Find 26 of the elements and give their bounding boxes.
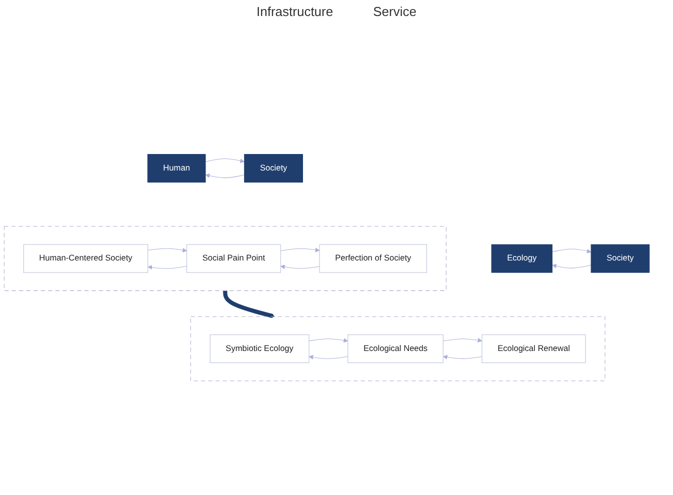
node-box: Ecology — [491, 244, 552, 274]
node-box: Ecological Needs — [348, 334, 444, 364]
arrow-caption: Service — [373, 4, 416, 19]
arrow — [552, 249, 592, 254]
cluster — [4, 226, 446, 292]
arrow — [205, 174, 245, 179]
arrow — [148, 266, 188, 270]
arrow — [205, 159, 245, 164]
node-box: Perfection of Society — [319, 244, 427, 274]
arrow — [148, 248, 187, 253]
node-box: Society — [244, 154, 303, 184]
arrow — [442, 355, 482, 360]
arrow-caption: Infrastructure — [256, 4, 334, 19]
arrow — [280, 265, 320, 270]
node-box: Human-Centered Society — [23, 244, 148, 274]
node-box: Social Pain Point — [186, 244, 281, 274]
cluster — [190, 316, 606, 382]
arrow — [280, 248, 320, 253]
node-box: Human — [147, 154, 206, 184]
node-box: Ecological Renewal — [482, 334, 586, 364]
arrow — [442, 338, 482, 343]
node-box: Symbiotic Ecology — [210, 334, 310, 364]
node-box: Society — [590, 244, 650, 274]
arrow — [552, 264, 592, 269]
arrow — [308, 355, 348, 360]
arrow — [308, 338, 348, 344]
